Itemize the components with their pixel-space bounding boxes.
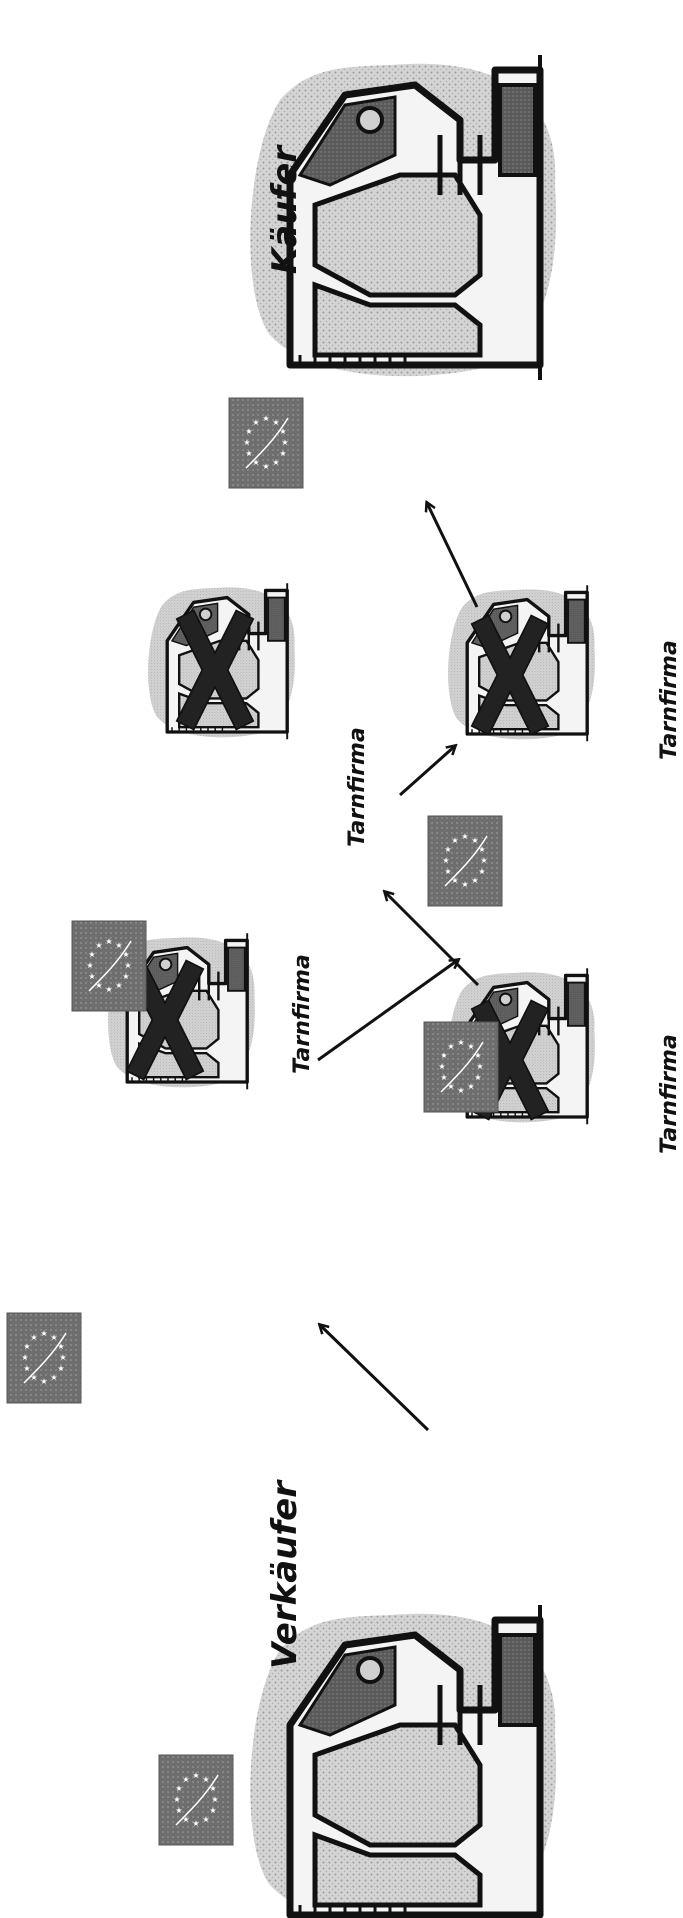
flow-arrows <box>317 503 480 1432</box>
shell-ship-2 <box>146 581 297 741</box>
arrow-icon <box>427 503 479 608</box>
seller-label: Verkäufer <box>265 1480 305 1670</box>
shell-company-label-3: Tarnfirma <box>657 1034 682 1154</box>
arrow-icon <box>399 746 455 797</box>
arrow-icon <box>385 892 480 987</box>
eu-flag-icon <box>6 1312 82 1404</box>
shell-company-label-2: Tarnfirma <box>345 727 370 847</box>
eu-flag-icon <box>228 397 304 489</box>
arrow-icon <box>317 960 458 1062</box>
shell-ship-4 <box>446 583 597 743</box>
eu-flag-icon <box>427 815 503 907</box>
shell-company-label-4: Tarnfirma <box>657 640 682 760</box>
shell-company-label-1: Tarnfirma <box>290 954 315 1074</box>
eu-flag-icon <box>423 1021 499 1113</box>
buyer-label: Käufer <box>265 145 305 275</box>
eu-flag-icon <box>158 1754 234 1846</box>
arrow-icon <box>320 1325 430 1432</box>
eu-flag-icon <box>71 920 147 1012</box>
